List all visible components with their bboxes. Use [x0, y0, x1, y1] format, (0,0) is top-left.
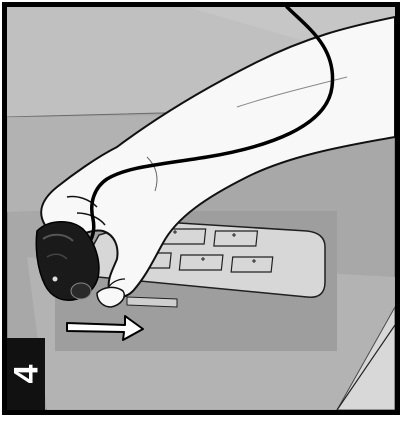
installation-illustration	[7, 7, 395, 410]
step-number-badge: 4	[7, 338, 45, 410]
step-number: 4	[9, 365, 43, 384]
illustration-frame: 4	[2, 2, 400, 415]
